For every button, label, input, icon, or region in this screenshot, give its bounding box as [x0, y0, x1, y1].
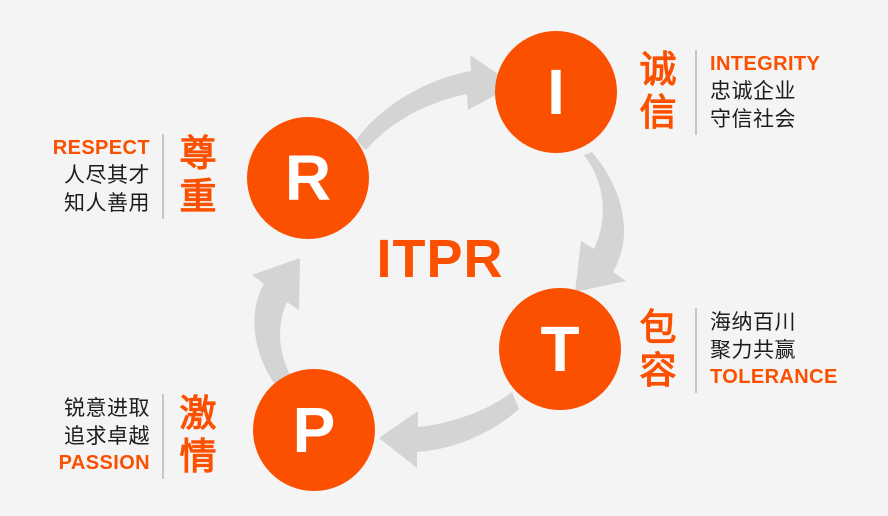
value-block-respect-divider [162, 133, 164, 219]
value-block-tolerance-divider [695, 307, 697, 393]
value-block-tolerance-vertical-cn: 包 容 [634, 307, 682, 393]
value-block-passion-divider [162, 393, 164, 479]
arrow-integrity-to-tolerance-icon [575, 152, 626, 292]
value-block-passion: 锐意进取 追求卓越 PASSION 激 情 [20, 382, 220, 490]
value-block-tolerance-line-2: 聚力共赢 [710, 337, 796, 362]
value-node-passion[interactable]: P [253, 369, 375, 491]
value-block-passion-line-2: 追求卓越 [64, 423, 150, 448]
value-node-integrity-letter: I [547, 56, 565, 128]
value-block-integrity-vertical-cn: 诚 信 [634, 49, 682, 135]
arrow-passion-to-respect-icon [252, 258, 300, 386]
value-node-tolerance[interactable]: T [499, 288, 621, 410]
value-block-integrity-line-2: 守信社会 [710, 106, 796, 131]
value-block-integrity-cn-char-1: 诚 [639, 49, 677, 91]
value-block-tolerance: 包 容 海纳百川 聚力共赢 TOLERANCE [634, 296, 838, 404]
value-block-respect-line-1: 人尽其才 [64, 162, 150, 187]
value-block-integrity-english: INTEGRITY [710, 52, 821, 75]
value-block-integrity: 诚 信 INTEGRITY 忠诚企业 守信社会 [634, 38, 820, 146]
value-block-integrity-divider [695, 49, 697, 135]
value-block-respect-english: RESPECT [52, 136, 150, 159]
value-block-integrity-cn-char-2: 信 [639, 92, 677, 133]
arrow-tolerance-to-passion-icon [379, 392, 519, 468]
value-block-passion-vertical-cn: 激 情 [176, 393, 220, 479]
value-node-tolerance-letter: T [540, 313, 580, 385]
value-block-respect-cn-char-2: 重 [179, 176, 217, 217]
value-block-passion-english: PASSION [58, 452, 150, 475]
value-block-tolerance-cn-char-2: 容 [639, 350, 677, 391]
value-block-integrity-text: INTEGRITY 忠诚企业 守信社会 [710, 51, 820, 134]
value-block-integrity-line-1: 忠诚企业 [710, 78, 796, 103]
value-block-passion-cn-char-2: 情 [179, 436, 217, 477]
value-node-respect[interactable]: R [247, 117, 369, 239]
value-block-tolerance-line-1: 海纳百川 [710, 309, 796, 334]
center-acronym: ITPR [376, 229, 504, 289]
value-block-tolerance-cn-char-1: 包 [639, 307, 677, 349]
value-node-respect-letter: R [284, 142, 332, 214]
value-block-tolerance-text: 海纳百川 聚力共赢 TOLERANCE [710, 309, 838, 392]
value-block-tolerance-english: TOLERANCE [710, 366, 838, 389]
value-block-passion-text: 锐意进取 追求卓越 PASSION [20, 395, 150, 478]
value-block-respect-vertical-cn: 尊 重 [176, 133, 220, 219]
value-block-passion-line-1: 锐意进取 [64, 395, 150, 420]
value-block-passion-cn-char-1: 激 [179, 393, 217, 435]
value-block-respect: RESPECT 人尽其才 知人善用 尊 重 [20, 122, 220, 230]
value-block-respect-line-2: 知人善用 [64, 190, 150, 215]
value-node-passion-letter: P [292, 394, 336, 466]
arrow-respect-to-integrity-icon [356, 55, 514, 150]
value-block-respect-cn-char-1: 尊 [179, 133, 217, 175]
value-block-respect-text: RESPECT 人尽其才 知人善用 [20, 135, 150, 218]
value-node-integrity[interactable]: I [495, 31, 617, 153]
